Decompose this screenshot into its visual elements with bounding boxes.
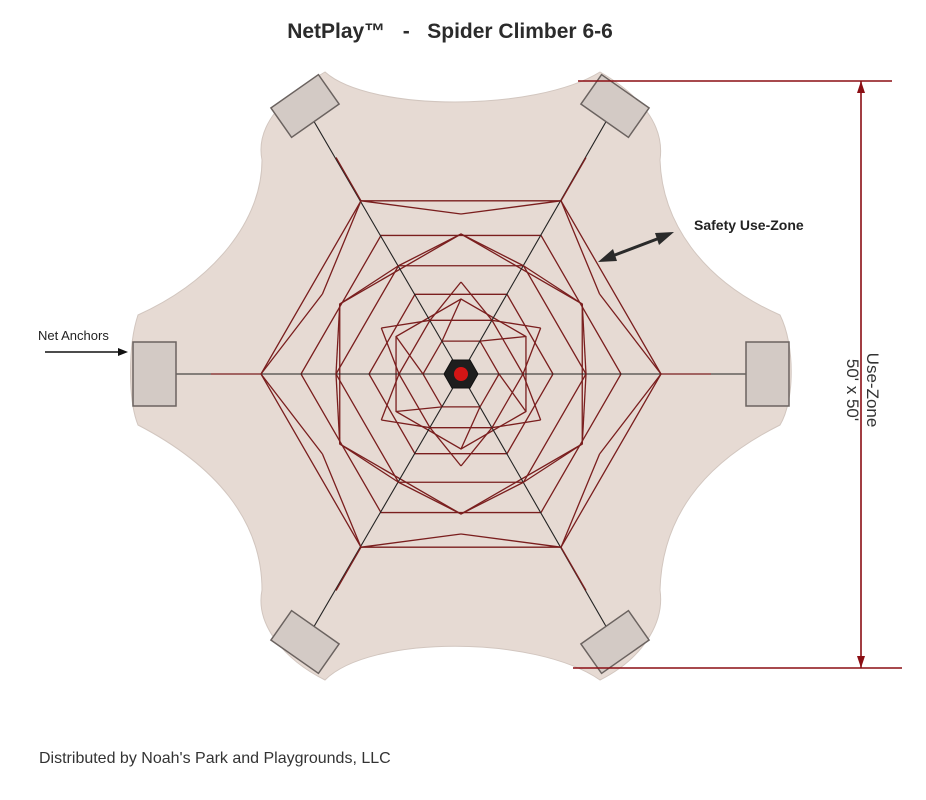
safety-use-zone-pointer: [598, 232, 674, 262]
net-anchor-top-right: [579, 73, 651, 139]
net-anchor-bottom-left: [269, 609, 341, 675]
center-hub-cap: [454, 367, 468, 381]
use-zone-arrow-up: [857, 81, 865, 93]
spider-net: [155, 105, 767, 643]
net-anchor-bottom-right: [579, 609, 651, 675]
net-anchor-right: [745, 341, 790, 407]
distributor-footer: Distributed by Noah's Park and Playgroun…: [39, 750, 391, 767]
net-anchors: [132, 73, 790, 675]
net-anchors-pointer: [45, 348, 128, 356]
net-anchors-label: Net Anchors: [38, 328, 109, 343]
safety-use-zone-label: Safety Use-Zone: [694, 217, 804, 233]
use-zone-dimension: [573, 80, 902, 669]
use-zone-dimensions: 50' x 50': [843, 358, 862, 422]
net-anchor-top-left: [269, 73, 341, 139]
use-zone-title: Use-Zone: [863, 352, 882, 428]
net-anchor-left: [132, 341, 177, 407]
use-zone-label: Use-Zone 50' x 50': [842, 325, 882, 455]
use-zone-arrow-down: [857, 656, 865, 668]
page-title: NetPlay™ - Spider Climber 6-6: [287, 20, 613, 43]
